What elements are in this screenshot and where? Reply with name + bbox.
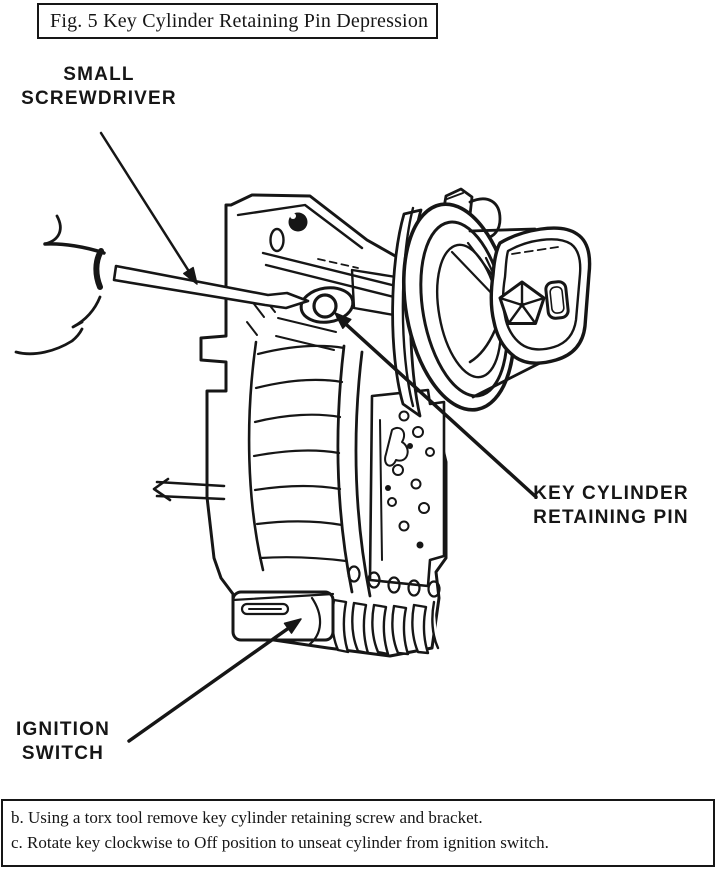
- key-head-drawing: [489, 226, 592, 365]
- ignition-switch-label-line1: IGNITION: [15, 719, 111, 740]
- figure-title: Fig. 5 Key Cylinder Retaining Pin Depres…: [50, 9, 429, 32]
- procedure-notes-box: b. Using a torx tool remove key cylinder…: [1, 799, 715, 867]
- small-screwdriver-label: SMALL SCREWDRIVER: [9, 63, 189, 111]
- procedure-step-c: c. Rotate key clockwise to Off position …: [11, 833, 549, 852]
- figure-title-box: Fig. 5 Key Cylinder Retaining Pin Depres…: [37, 3, 438, 39]
- retaining-pin-label-line1: KEY CYLINDER: [533, 483, 689, 504]
- arrowhead-icon: [283, 618, 302, 634]
- retaining-pin-drawing: [299, 286, 355, 324]
- arrowhead-icon: [183, 266, 198, 285]
- retaining-pin-leader-line: [334, 312, 538, 499]
- small-screwdriver-label-line2: SCREWDRIVER: [21, 88, 177, 109]
- key-ring-slot: [544, 280, 570, 320]
- procedure-step-b: b. Using a torx tool remove key cylinder…: [11, 808, 483, 827]
- retaining-pin-label: KEY CYLINDER RETAINING PIN: [528, 482, 694, 530]
- switch-housing-drawing: [199, 193, 448, 658]
- screwdriver-drawing: [93, 248, 310, 310]
- hand-sketch: [14, 214, 106, 356]
- key-cylinder-drawing: [391, 187, 592, 418]
- arrowhead-icon: [334, 312, 352, 329]
- pentastar-logo-icon: [498, 280, 546, 325]
- ignition-switch-label-line2: SWITCH: [21, 743, 105, 764]
- screwdriver-leader-line: [99, 131, 198, 285]
- wires-drawing: [152, 477, 226, 502]
- retaining-pin-label-line2: RETAINING PIN: [533, 507, 689, 528]
- small-screwdriver-label-line1: SMALL: [63, 64, 135, 85]
- ignition-switch-leader-line: [127, 618, 302, 743]
- ignition-switch-label: IGNITION SWITCH: [4, 718, 122, 766]
